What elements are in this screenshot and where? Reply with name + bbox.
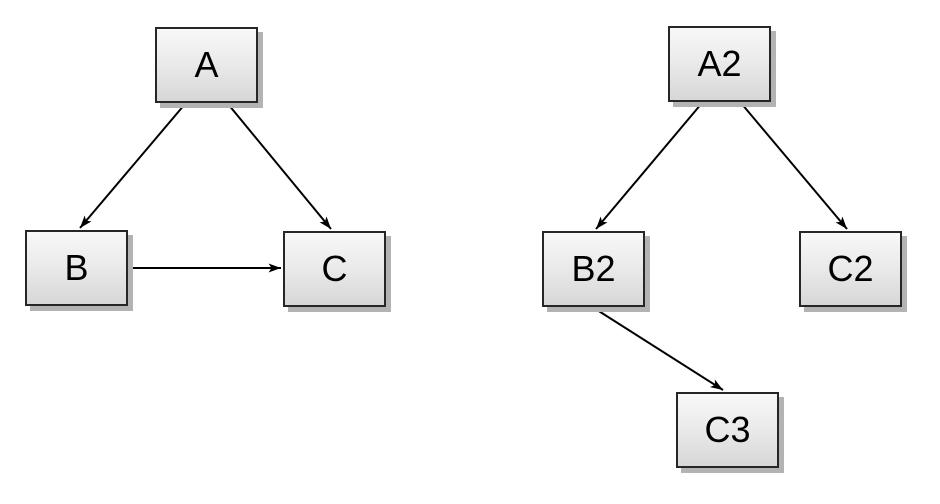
- edge-a2-b2: [595, 102, 703, 230]
- node-a-label: A: [194, 44, 219, 85]
- node-c3[interactable]: C3: [676, 392, 779, 468]
- node-a2-label: A2: [697, 43, 742, 84]
- node-c[interactable]: C: [283, 231, 386, 307]
- node-a2[interactable]: A2: [668, 26, 771, 102]
- node-c3-label: C3: [704, 409, 751, 450]
- node-c2[interactable]: C2: [799, 231, 902, 307]
- node-b2[interactable]: B2: [542, 231, 645, 307]
- edge-a2-c2: [740, 102, 848, 230]
- node-b[interactable]: B: [25, 230, 128, 306]
- node-b-label: B: [64, 247, 89, 288]
- edge-a-c: [227, 103, 332, 230]
- node-c2-label: C2: [827, 248, 874, 289]
- edge-b2-c3: [593, 307, 724, 391]
- node-b2-label: B2: [571, 248, 616, 289]
- node-a[interactable]: A: [155, 27, 258, 103]
- node-c-label: C: [321, 248, 348, 289]
- edge-a-b: [79, 103, 186, 229]
